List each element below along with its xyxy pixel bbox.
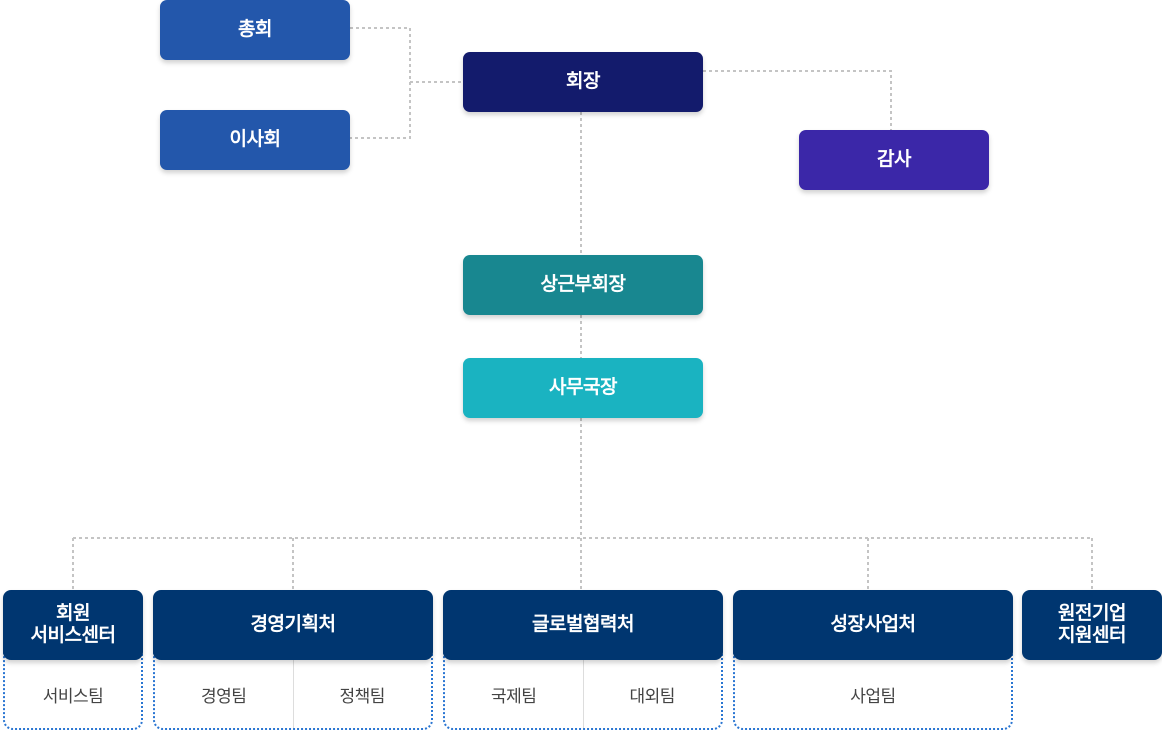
dept5-label-line2: 지원센터 xyxy=(1058,624,1126,646)
team-policy: 정책팀 xyxy=(292,660,432,728)
line-president-auditor xyxy=(703,70,892,130)
dept3-label: 글로벌협력처 xyxy=(532,613,634,636)
dept1-teams: 서비스팀 xyxy=(3,652,143,730)
dept-growth-business: 성장사업처 xyxy=(733,590,1013,660)
president-box: 회장 xyxy=(463,52,703,112)
dept2-label: 경영기획처 xyxy=(250,613,336,636)
dept3-teams: 국제팀 대외팀 xyxy=(443,652,723,730)
dept-management-planning: 경영기획처 xyxy=(153,590,433,660)
president-label: 회장 xyxy=(566,70,600,93)
general-assembly-box: 총회 xyxy=(160,0,350,60)
vice-president-box: 상근부회장 xyxy=(463,255,703,315)
board-box: 이사회 xyxy=(160,110,350,170)
dept-member-service-center: 회원 서비스센터 xyxy=(3,590,143,660)
secretary-general-label: 사무국장 xyxy=(549,376,617,399)
team-business: 사업팀 xyxy=(850,686,896,707)
dept5-label-line1: 원전기업 xyxy=(1058,602,1126,625)
auditor-box: 감사 xyxy=(799,130,989,190)
team-external: 대외팀 xyxy=(582,660,722,728)
vice-president-label: 상근부회장 xyxy=(540,273,626,296)
board-label: 이사회 xyxy=(229,128,281,151)
dept4-label: 성장사업처 xyxy=(830,613,916,636)
dept1-label-line1: 회원 xyxy=(56,602,90,625)
line-assembly-board xyxy=(350,27,411,139)
dept-nuclear-support-center: 원전기업 지원센터 xyxy=(1022,590,1162,660)
team-service: 서비스팀 xyxy=(42,686,104,707)
dept-global-cooperation: 글로벌협력처 xyxy=(443,590,723,660)
auditor-label: 감사 xyxy=(877,148,911,171)
general-assembly-label: 총회 xyxy=(238,18,272,41)
team-international: 국제팀 xyxy=(491,686,537,707)
dept2-teams: 경영팀 정책팀 xyxy=(153,652,433,730)
dept4-teams: 사업팀 xyxy=(733,652,1013,730)
team-management: 경영팀 xyxy=(201,686,247,707)
dept1-label-line2: 서비스센터 xyxy=(30,624,116,646)
secretary-general-box: 사무국장 xyxy=(463,358,703,418)
